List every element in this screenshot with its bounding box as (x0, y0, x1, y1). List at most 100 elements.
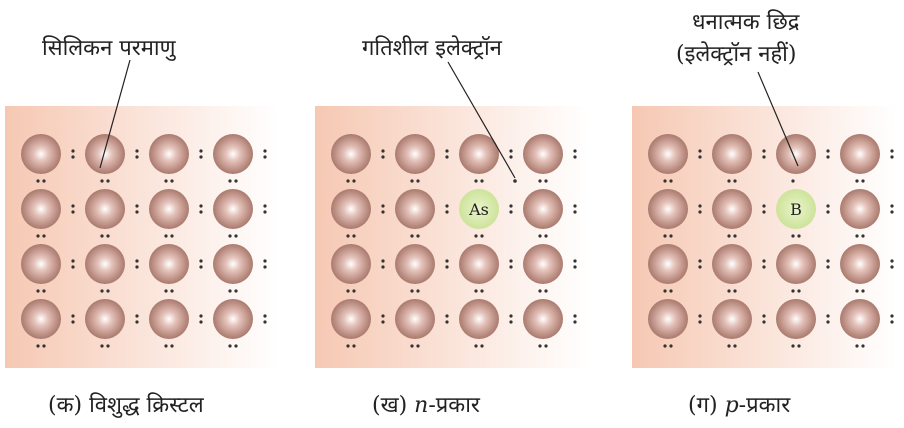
panel-n-type-lattice: As (331, 134, 577, 348)
bond-electron-dot (733, 234, 737, 238)
silicon-atom-icon (648, 299, 688, 339)
bond-electron-dot (106, 179, 110, 183)
bond-electron-dot (416, 289, 420, 293)
silicon-atom-icon (21, 244, 61, 284)
caption-pure-prefix: (क) (48, 393, 83, 418)
bond-electron-dot (36, 179, 40, 183)
panel-n-type: As (315, 106, 588, 368)
callout-positive-hole-line1: धनात्मक छिद्र (692, 10, 800, 35)
bond-electron-dot (480, 179, 484, 183)
bond-electron-dot (791, 234, 795, 238)
bond-electron-dot (199, 155, 203, 159)
bond-electron-dot (762, 259, 766, 263)
bond-electron-dot (480, 344, 484, 348)
bond-electron-dot (573, 204, 577, 208)
bond-electron-dot (544, 179, 548, 183)
bond-electron-dot (352, 289, 356, 293)
silicon-atom-icon (21, 134, 61, 174)
silicon-atom-icon (85, 134, 125, 174)
bond-electron-dot (381, 210, 385, 214)
bond-electron-dot (71, 155, 75, 159)
silicon-atom-icon (840, 299, 880, 339)
bond-electron-dot (135, 204, 139, 208)
bond-electron-dot (263, 265, 267, 269)
bond-electron-dot (733, 179, 737, 183)
silicon-atom-icon (712, 244, 752, 284)
bond-electron-dot (509, 265, 513, 269)
silicon-atom-icon (776, 299, 816, 339)
bond-electron-dot (861, 234, 865, 238)
bond-electron-dot (480, 289, 484, 293)
bond-electron-dot (71, 149, 75, 153)
bond-electron-dot (826, 314, 830, 318)
bond-electron-dot (669, 179, 673, 183)
silicon-atom-icon (523, 134, 563, 174)
caption-n-type-text: -प्रकार (428, 393, 480, 418)
bond-electron-dot (509, 314, 513, 318)
silicon-atom-icon (331, 299, 371, 339)
bond-electron-dot (538, 234, 542, 238)
bond-electron-dot (410, 289, 414, 293)
bond-electron-dot (381, 265, 385, 269)
bond-electron-dot (826, 265, 830, 269)
bond-electron-dot (445, 265, 449, 269)
caption-n-type-letter: n (414, 393, 429, 418)
bond-electron-dot (42, 234, 46, 238)
bond-electron-dot (381, 259, 385, 263)
bond-electron-dot (573, 155, 577, 159)
bond-electron-dot (855, 344, 859, 348)
bond-electron-dot (544, 344, 548, 348)
bond-electron-dot (263, 320, 267, 324)
bond-electron-dot (71, 265, 75, 269)
callout-mobile-electron: गतिशील इलेक्ट्रॉन (362, 36, 502, 61)
panel-p-type: B (632, 106, 896, 368)
bond-electron-dot (381, 320, 385, 324)
bond-electron-dot (199, 259, 203, 263)
bond-electron-dot (663, 234, 667, 238)
bond-electron-dot (199, 320, 203, 324)
bond-electron-dot (381, 314, 385, 318)
bond-electron-dot (890, 259, 894, 263)
bond-electron-dot (135, 259, 139, 263)
bond-electron-dot (762, 204, 766, 208)
bond-electron-dot (890, 320, 894, 324)
silicon-atom-icon (459, 299, 499, 339)
bond-electron-dot (509, 210, 513, 214)
bond-electron-dot (228, 289, 232, 293)
bond-electron-dot (106, 234, 110, 238)
bond-electron-dot (698, 259, 702, 263)
bond-electron-dot (855, 289, 859, 293)
dopant-label: As (468, 200, 489, 219)
bond-electron-dot (100, 234, 104, 238)
silicon-atom-icon (85, 189, 125, 229)
silicon-atom-icon (395, 244, 435, 284)
silicon-atom-icon (21, 189, 61, 229)
silicon-atom-icon (648, 189, 688, 229)
silicon-atom-icon (459, 244, 499, 284)
bond-electron-dot (135, 210, 139, 214)
bond-electron-dot (890, 204, 894, 208)
bond-electron-dot (71, 314, 75, 318)
bond-electron-dot (164, 289, 168, 293)
silicon-atom-icon (21, 299, 61, 339)
bond-electron-dot (445, 259, 449, 263)
caption-n-type-prefix: (ख) (372, 393, 408, 418)
silicon-atom-icon (149, 189, 189, 229)
bond-electron-dot (733, 344, 737, 348)
bond-electron-dot (445, 204, 449, 208)
bond-electron-dot (135, 320, 139, 324)
bond-electron-dot (727, 289, 731, 293)
caption-pure: (क) विशुद्ध क्रिस्टल (48, 389, 204, 419)
silicon-atom-icon (523, 244, 563, 284)
bond-electron-dot (410, 234, 414, 238)
bond-electron-dot (855, 234, 859, 238)
bond-electron-dot (263, 155, 267, 159)
silicon-atom-icon (840, 244, 880, 284)
bond-electron-dot (199, 314, 203, 318)
silicon-atom-icon (523, 189, 563, 229)
bond-electron-dot (71, 210, 75, 214)
bond-electron-dot (480, 234, 484, 238)
pointer-positive-hole (757, 71, 799, 167)
bond-electron-dot (199, 265, 203, 269)
bond-electron-dot (445, 320, 449, 324)
